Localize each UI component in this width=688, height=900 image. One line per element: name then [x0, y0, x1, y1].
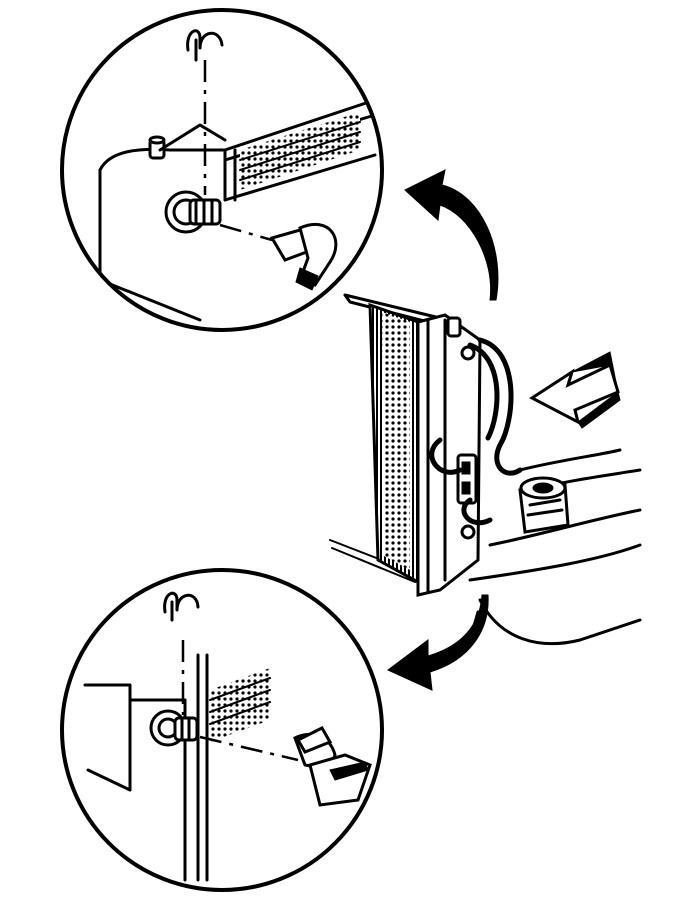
upper-removal-arrow	[404, 169, 499, 301]
lower-detail-callout	[60, 568, 384, 892]
upper-detail-callout	[60, 8, 384, 332]
lower-hose-connector	[149, 709, 199, 747]
upper-hose-coupling	[269, 222, 338, 291]
coolant-reservoir	[518, 476, 570, 534]
radiator	[329, 293, 642, 646]
retaining-clip	[186, 29, 224, 195]
view-direction-arrow	[529, 351, 621, 429]
lower-hose-coupling	[293, 726, 372, 807]
upper-hose-connector	[164, 190, 222, 234]
retaining-clip-lower	[163, 591, 200, 622]
lower-removal-arrow	[387, 594, 489, 691]
